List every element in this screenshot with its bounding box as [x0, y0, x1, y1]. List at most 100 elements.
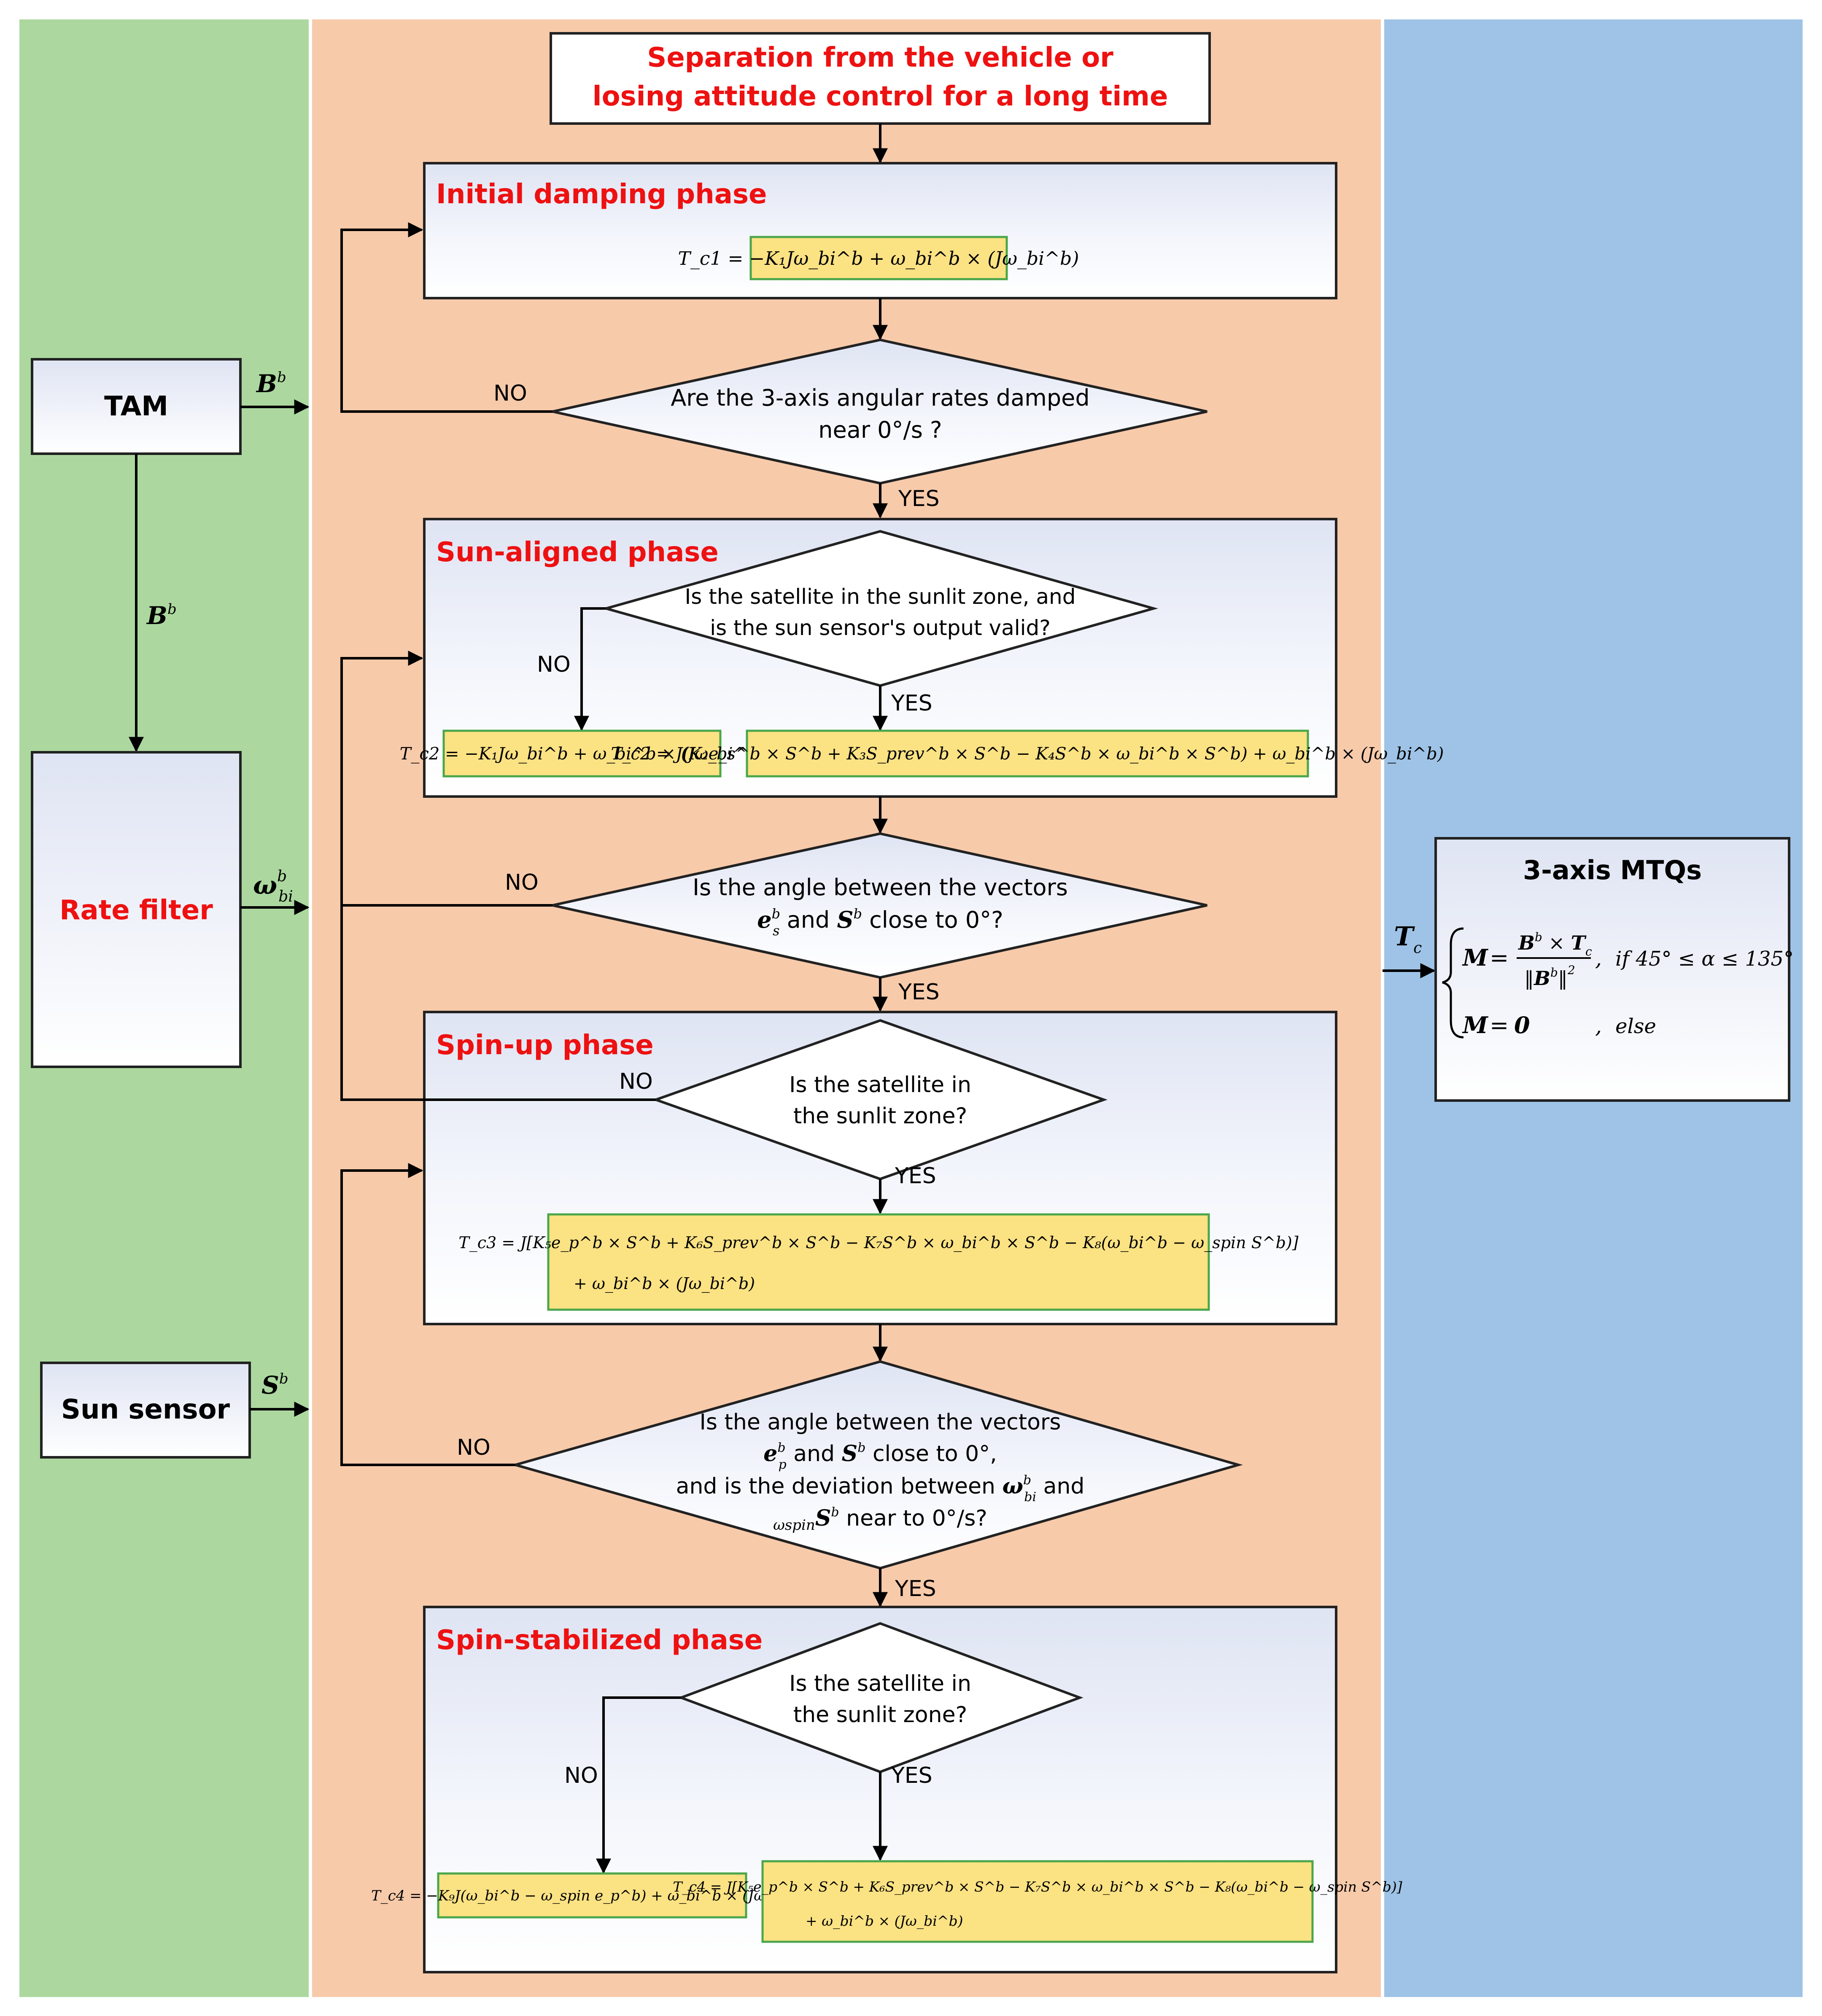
s-sup: b: [857, 1440, 865, 1455]
no-label: NO: [564, 1763, 598, 1788]
norm-close: ‖: [1558, 967, 1568, 990]
s-symbol: S: [837, 906, 853, 933]
tam-label: TAM: [104, 391, 168, 422]
spin-up-phase-title: Spin-up phase: [436, 1030, 654, 1061]
tam-box: [31, 358, 242, 455]
angle-ep-and: and: [787, 1441, 842, 1467]
mtq-box: [1434, 837, 1790, 1102]
case2-comma: ,: [1595, 1014, 1602, 1038]
yes-label: YES: [891, 691, 933, 716]
sunlit-valid-question-line2: is the sun sensor's output valid?: [710, 616, 1051, 640]
sun-aligned-yes-equation: T_c2 = J(K₂e_s^b × S^b + K₃S_prev^b × S^…: [611, 744, 1444, 764]
omega-label: ωb bi: [253, 868, 293, 905]
mtq-title: 3-axis MTQs: [1523, 855, 1702, 886]
s-symbol: S: [842, 1441, 858, 1467]
case1-lhs: M: [1462, 944, 1489, 971]
sun-aligned-no-equation-box: [442, 729, 722, 778]
e-p-sub: p: [779, 1457, 787, 1472]
spin-stabilized-question-line1: Is the satellite in: [789, 1671, 971, 1696]
angle-ep-question-line4: ωspinSb near to 0°/s?: [773, 1505, 987, 1534]
square-exponent: 2: [1567, 963, 1575, 977]
angle-ep-near: near to 0°/s?: [839, 1506, 987, 1531]
omega-symbol: ω: [1003, 1473, 1024, 1499]
angle-ep-deviation-text: and is the deviation between: [676, 1474, 1003, 1499]
b-symbol: B: [1533, 967, 1550, 990]
omega-spin-symbol: ωspin: [773, 1517, 815, 1534]
omega-symbol: ω: [253, 871, 277, 900]
yes-label: YES: [895, 1163, 936, 1189]
spin-stabilized-question-line2: the sunlit zone?: [793, 1702, 967, 1728]
e-s-sub: s: [773, 923, 779, 939]
case2-equals: =: [1490, 1012, 1509, 1039]
omega-sup: b: [1023, 1473, 1031, 1488]
s-sup: b: [279, 1370, 288, 1387]
case1-equals: =: [1490, 945, 1509, 971]
case1-denominator: ‖Bb‖2: [1524, 963, 1575, 990]
spin-stabilized-yes-equation-line1: T_c4 = J[K₅e_p^b × S^b + K₆S_prev^b × S^…: [673, 1879, 1402, 1895]
no-label: NO: [619, 1069, 653, 1094]
no-label: NO: [493, 381, 527, 406]
case1-condition: if 45° ≤ α ≤ 135°: [1615, 947, 1794, 971]
e-s-symbol: e: [757, 906, 771, 933]
s-sup: b: [853, 906, 862, 922]
spin-stabilized-no-equation: T_c4 = −K₉J(ω_bi^b − ω_spin e_p^b) + ω_b…: [371, 1887, 813, 1904]
b-symbol: B: [146, 601, 167, 630]
spin-up-equation-line1: T_c3 = J[K₅e_p^b × S^b + K₆S_prev^b × S^…: [458, 1233, 1298, 1252]
b-sup: b: [1550, 966, 1558, 980]
omega-sup: b: [277, 868, 287, 885]
omega-sub: bi: [1024, 1490, 1036, 1505]
sun-aligned-phase-title: Sun-aligned phase: [436, 537, 719, 568]
b-sup: b: [167, 601, 177, 618]
spin-up-equation-box: [547, 1213, 1210, 1311]
yes-label: YES: [891, 1763, 933, 1788]
start-text-line1: Separation from the vehicle or: [647, 42, 1113, 73]
no-loop-arrow: [340, 651, 553, 907]
t-symbol: T: [1394, 921, 1415, 952]
damping-equation: T_c1 = −K₁Jω_bi^b + ω_bi^b × (Jω_bi^b): [678, 248, 1079, 269]
start-text-line2: losing attitude control for a long time: [593, 81, 1168, 112]
damping-phase-title: Initial damping phase: [436, 179, 767, 210]
s-symbol: S: [261, 1371, 279, 1400]
angle-ep-and2: and: [1036, 1474, 1084, 1499]
spin-stabilized-phase-title: Spin-stabilized phase: [436, 1625, 763, 1656]
rate-filter-label: Rate filter: [59, 895, 213, 926]
case1-numerator: Bb × Tc: [1517, 930, 1592, 958]
b-field-label: Bb: [146, 601, 177, 630]
case2-condition: else: [1615, 1015, 1656, 1038]
b-symbol: B: [256, 369, 277, 398]
case2-rhs: 0: [1514, 1012, 1530, 1039]
torque-command-label: Tc: [1394, 921, 1422, 957]
damping-equation-box: [749, 236, 1008, 280]
no-arrow: [574, 607, 606, 731]
no-loop-arrow: [340, 1163, 515, 1466]
yes-label: YES: [898, 486, 940, 511]
cases-brace: [1442, 927, 1464, 1039]
no-label: NO: [457, 1435, 491, 1460]
angle-ep-question-line3: and is the deviation between ωb bi and: [676, 1473, 1085, 1505]
no-label: NO: [537, 652, 571, 677]
angle-es-and: and: [780, 907, 837, 933]
b-sup: b: [1535, 930, 1542, 944]
angle-ep-question-line1: Is the angle between the vectors: [700, 1410, 1061, 1435]
angle-ep-end: close to 0°,: [865, 1441, 997, 1467]
case2-lhs: M: [1462, 1012, 1489, 1039]
b-sup: b: [277, 369, 286, 386]
b-symbol: B: [1517, 931, 1535, 954]
t-symbol: T: [1571, 931, 1587, 954]
rates-damped-question-line1: Are the 3-axis angular rates damped: [671, 385, 1089, 411]
rate-filter-box: [31, 751, 242, 1068]
sun-vector-label: Sb: [261, 1370, 288, 1400]
omega-sub: bi: [278, 888, 293, 905]
no-label: NO: [505, 870, 539, 895]
e-p-sup: b: [777, 1440, 785, 1455]
b-field-label: Bb: [256, 369, 286, 398]
spin-up-question-line1: Is the satellite in: [789, 1072, 971, 1098]
no-loop-line: [340, 905, 656, 1101]
t-sub: c: [1413, 939, 1422, 957]
sun-aligned-no-equation: T_c2 = −K₁Jω_bi^b + ω_bi^b × (Jω_bi^b): [400, 744, 765, 764]
s-sup: b: [831, 1505, 839, 1520]
angle-es-question-line1: Is the angle between the vectors: [693, 874, 1068, 901]
s-symbol: S: [815, 1505, 831, 1531]
cross-operator: ×: [1542, 931, 1571, 954]
